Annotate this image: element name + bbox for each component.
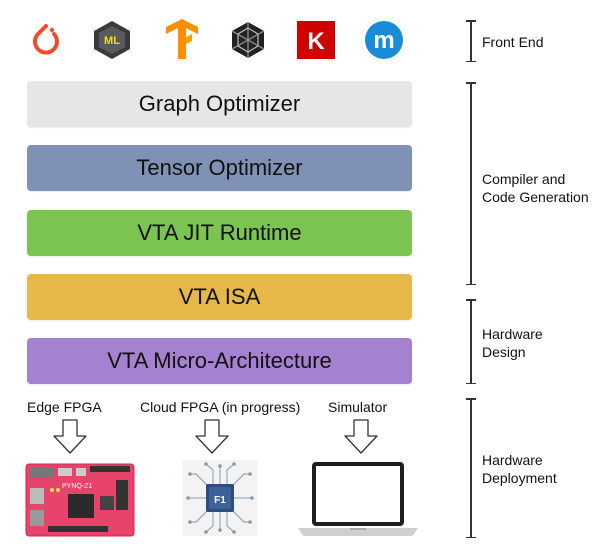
- simulator-label: Simulator: [328, 399, 388, 415]
- cloud-fpga-label: Cloud FPGA (in progress): [140, 399, 301, 415]
- board-label: PYNQ-Z1: [62, 483, 92, 490]
- graph-optimizer-layer: Graph Optimizer: [27, 81, 412, 127]
- compiler-bracket: [466, 82, 476, 285]
- vta-micro-architecture-layer: VTA Micro-Architecture: [27, 338, 412, 384]
- vta-micro-architecture-label: VTA Micro-Architecture: [107, 348, 332, 373]
- tensor-optimizer-label: Tensor Optimizer: [136, 155, 303, 180]
- hardware-deployment-bracket: [466, 398, 476, 538]
- vta-isa-label: VTA ISA: [178, 284, 261, 309]
- down-arrow-icon: [195, 419, 229, 454]
- down-arrow-icon: [53, 419, 87, 454]
- vta-isa-layer: VTA ISA: [27, 274, 412, 320]
- onnx-icon: [226, 18, 270, 62]
- down-arrow-icon: [344, 419, 378, 454]
- hardware-design-label-line1: Hardware: [482, 326, 543, 342]
- coreml-icon: ML: [90, 18, 134, 62]
- pytorch-icon: [24, 18, 68, 62]
- f1-chip-icon: F1: [182, 460, 258, 536]
- front-end-label: Front End: [482, 34, 544, 50]
- mxnet-icon: m: [362, 18, 406, 62]
- pynq-board-icon: PYNQ-Z1: [25, 463, 135, 537]
- keras-icon: K: [294, 18, 338, 62]
- compiler-label-line2: Code Generation: [482, 189, 589, 205]
- graph-optimizer-label: Graph Optimizer: [138, 91, 301, 116]
- tensor-optimizer-layer: Tensor Optimizer: [27, 145, 412, 191]
- vta-jit-runtime-layer: VTA JIT Runtime: [27, 210, 412, 256]
- hardware-design-label-line2: Design: [482, 344, 526, 360]
- edge-fpga-label: Edge FPGA: [27, 399, 102, 415]
- compiler-label-line1: Compiler and: [482, 171, 566, 187]
- mxnet-label: m: [373, 27, 394, 54]
- hardware-deployment-label-line2: Deployment: [482, 470, 557, 486]
- hardware-deployment-label-line1: Hardware: [482, 452, 543, 468]
- coreml-label: ML: [104, 35, 120, 47]
- hardware-design-bracket: [466, 299, 476, 384]
- laptop-icon: [298, 462, 418, 536]
- vta-jit-runtime-label: VTA JIT Runtime: [137, 220, 302, 245]
- front-end-bracket: [466, 20, 476, 62]
- keras-label: K: [307, 28, 325, 55]
- chip-label: F1: [214, 495, 226, 506]
- tensorflow-icon: [160, 18, 204, 62]
